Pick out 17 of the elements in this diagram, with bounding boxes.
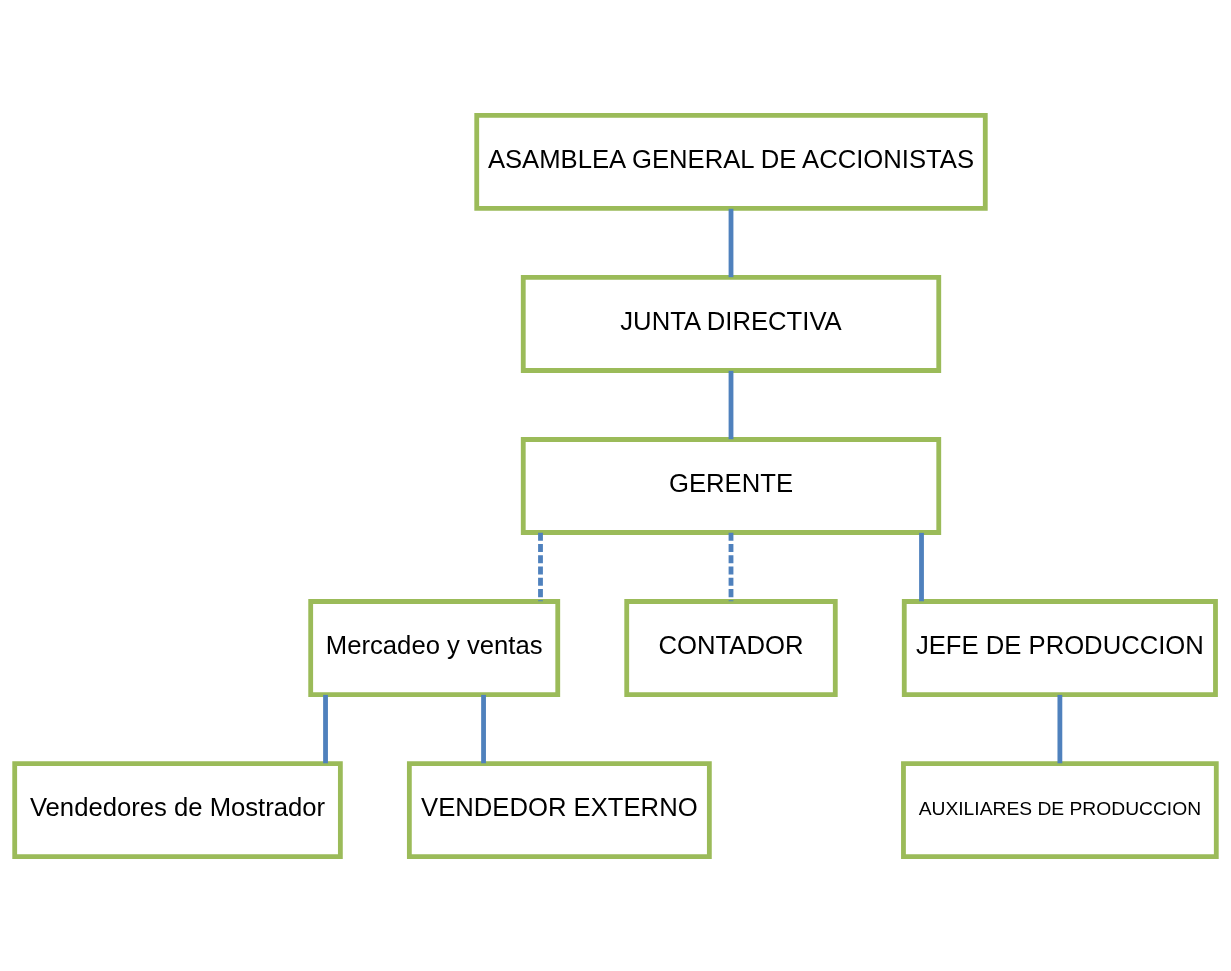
node-box: Mercadeo y ventas <box>308 598 561 697</box>
connector <box>728 532 734 601</box>
node-box: CONTADOR <box>624 598 838 697</box>
connector <box>538 532 543 601</box>
connector <box>481 694 486 763</box>
connector <box>323 694 328 763</box>
connector <box>728 370 734 439</box>
connector <box>728 208 734 277</box>
node-box: AUXILIARES DE PRODUCCION <box>901 760 1219 859</box>
node-box: GERENTE <box>520 436 942 535</box>
node-box: VENDEDOR EXTERNO <box>406 760 712 859</box>
connector <box>919 532 924 601</box>
node-box: JEFE DE PRODUCCION <box>901 598 1218 697</box>
node-box: ASAMBLEA GENERAL DE ACCIONISTAS <box>474 112 988 211</box>
node-box: Vendedores de Mostrador <box>12 760 343 859</box>
node-box: JUNTA DIRECTIVA <box>520 274 942 373</box>
connector <box>1057 694 1063 763</box>
